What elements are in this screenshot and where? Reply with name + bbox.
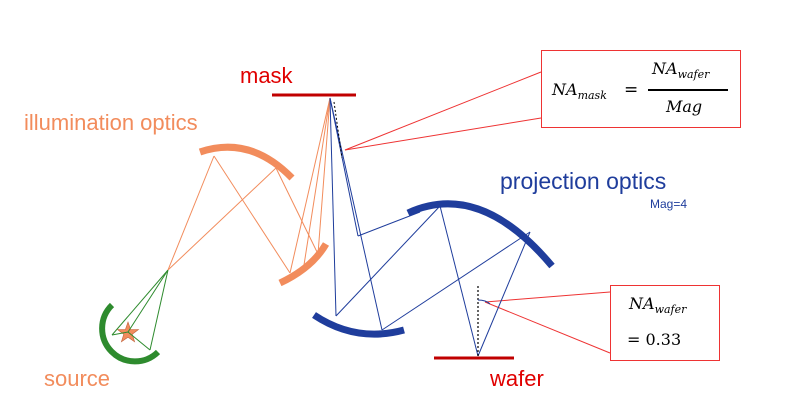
wafer-na-arc [477,299,491,305]
source-mirror [99,302,161,365]
num-sub: wafer [677,68,710,82]
callout-lines [344,71,611,354]
projection-optics-label: projection optics [500,168,667,194]
magnification-label: Mag=4 [650,197,688,211]
lhs-base: NA [552,80,578,99]
num-base: NA [652,59,678,78]
wafer-na-base: NA [629,294,655,313]
mask-na-formula-box: NAmask = NAwafer Mag [541,50,741,128]
formula-numerator: NAwafer [652,59,709,81]
projection-mirror-large [406,200,555,269]
wafer-na-label: NAwafer [629,294,686,316]
mask-label: mask [240,63,293,88]
equals-sign: = [624,80,639,100]
wafer-label: wafer [490,366,544,391]
wafer-na-sub: wafer [654,303,687,317]
mask-na-dotted [333,101,343,159]
projection-mirror-small [312,312,405,338]
projection-rays [329,97,531,357]
wafer-na-formula-box: NAwafer = 0.33 [610,285,720,361]
illumination-mirror-2 [278,242,330,287]
fraction-bar [648,89,728,91]
source-label: source [44,366,111,391]
illumination-mirror-1 [198,143,295,181]
mask-na-lhs: NAmask [552,80,607,102]
illumination-rays [167,97,331,274]
wafer-na-value: = 0.33 [627,330,682,349]
lhs-sub: mask [577,89,607,103]
source-rays [111,269,169,351]
illumination-optics-label: illumination optics [24,110,198,135]
formula-denominator: Mag [666,97,703,116]
